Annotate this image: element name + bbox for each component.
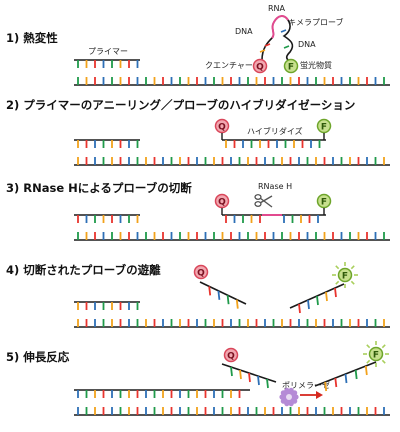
- base-tick: [239, 369, 242, 380]
- base-tick: [324, 381, 328, 392]
- fluor-badge-3-letter: F: [321, 197, 327, 207]
- released-fragment-q: [199, 281, 247, 305]
- fluor-badge-4: [337, 267, 353, 283]
- base-tick: [325, 291, 328, 302]
- quencher-badge-5: [223, 347, 239, 363]
- scissors-icon: [254, 194, 273, 208]
- quencher-badge-4-letter: Q: [197, 268, 205, 278]
- quencher-badge-2: [214, 118, 230, 134]
- glow-icon-4: [335, 280, 340, 285]
- probe-rna-segment: [271, 15, 289, 39]
- base-tick: [364, 365, 368, 376]
- quencher-badge-1: [252, 58, 268, 74]
- dna-left-label: DNA: [235, 27, 253, 36]
- fluor-badge-1-letter: F: [288, 62, 294, 72]
- base-tick: [257, 375, 260, 386]
- base-tick: [226, 295, 230, 305]
- dna-right-label: DNA: [298, 40, 316, 49]
- base-tick: [334, 287, 337, 298]
- quencher-badge-3: [214, 193, 230, 209]
- base-tick: [354, 369, 358, 380]
- quencher-badge-4: [193, 264, 209, 280]
- step2-title: 2) プライマーのアニーリング／プローブのハイブリダイゼーション: [6, 98, 356, 112]
- quencher-label: クエンチャー: [205, 61, 253, 70]
- base-tick: [307, 299, 310, 310]
- glow-icon-5: [381, 359, 386, 364]
- glow-icon-4: [350, 280, 355, 285]
- step4-title: 4) 切断されたプローブの遊離: [6, 263, 161, 277]
- primer-label: プライマー: [88, 47, 128, 56]
- quencher-badge-2-letter: Q: [218, 122, 226, 132]
- fluor-badge-1: [283, 58, 299, 74]
- base-tick: [344, 373, 348, 384]
- base-tick: [235, 299, 239, 309]
- quencher-badge-3-letter: Q: [218, 197, 226, 207]
- base-tick: [259, 49, 266, 53]
- step1-title: 1) 熱変性: [6, 31, 58, 45]
- fluor-label: 蛍光物質: [300, 61, 332, 70]
- polymerase-label: ポリメラーゼ: [282, 381, 330, 390]
- base-tick: [316, 295, 319, 306]
- glow-icon-5: [366, 344, 371, 349]
- chimera-probe: [261, 15, 294, 61]
- base-tick: [266, 378, 269, 389]
- glow-icon-5: [381, 344, 386, 349]
- base-tick: [283, 45, 290, 49]
- step3-title: 3) RNase Hによるプローブの切断: [6, 181, 192, 195]
- base-tick: [264, 43, 271, 47]
- glow-icon-5: [366, 359, 371, 364]
- quencher-badge-1-letter: Q: [256, 62, 264, 72]
- rnase-h-label: RNase H: [258, 182, 293, 191]
- fluor-badge-4-letter: F: [342, 271, 348, 281]
- base-tick: [217, 290, 221, 300]
- polymerase-icon-center: [286, 394, 292, 400]
- base-tick: [280, 29, 287, 33]
- fluor-badge-2: [316, 118, 332, 134]
- chimera-probe-label: キメラプローブ: [288, 18, 344, 27]
- base-tick: [248, 372, 251, 383]
- hybridize-label: ハイブリダイズ: [247, 127, 303, 136]
- base-tick: [334, 377, 338, 388]
- base-tick: [230, 366, 233, 377]
- fluor-badge-2-letter: F: [321, 122, 327, 132]
- fluor-badge-3: [316, 193, 332, 209]
- fluor-badge-5: [368, 346, 384, 362]
- direction-arrowhead: [316, 391, 323, 399]
- base-tick: [298, 303, 301, 314]
- base-tick: [208, 286, 212, 296]
- glow-icon-4: [350, 265, 355, 270]
- rna-label: RNA: [268, 4, 286, 13]
- fluor-badge-5-letter: F: [373, 350, 379, 360]
- glow-icon-4: [335, 265, 340, 270]
- step5-title: 5) 伸長反応: [6, 350, 70, 364]
- quencher-badge-5-letter: Q: [227, 351, 235, 361]
